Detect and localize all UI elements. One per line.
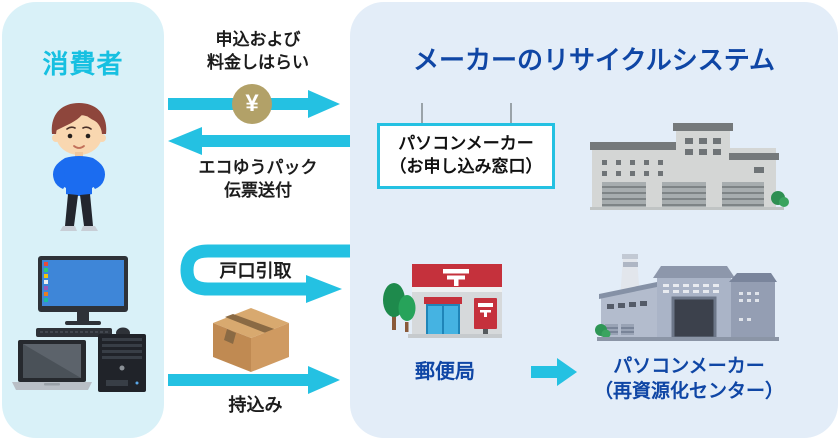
apply-line1: 申込および — [215, 30, 301, 49]
door-pickup-label: 戸口引取 — [219, 261, 292, 281]
yen-symbol: ¥ — [245, 90, 259, 117]
recycle-center-label: パソコンメーカー （再資源化センター） — [582, 355, 796, 404]
yen-coin-icon: ¥ — [232, 84, 272, 124]
maker-system-panel: メーカーのリサイクルシステム パソコンメーカー （お申し込み窓口） — [350, 2, 838, 438]
cardboard-box-icon — [213, 308, 289, 372]
eco-pack-label: エコゆうパック 伝票送付 — [178, 157, 338, 202]
eco-line1: エコゆうパック — [198, 158, 318, 177]
door-pickup-uturn-arrow-icon — [180, 244, 352, 303]
reception-sign-box: パソコンメーカー （お申し込み窓口） — [377, 123, 555, 189]
sign-hanger-line — [510, 103, 512, 125]
post-office-label: 郵便局 — [415, 361, 475, 383]
post-to-center-arrow-icon — [531, 358, 577, 386]
apply-line2: 料金しはらい — [207, 52, 309, 72]
maker-system-title: メーカーのリサイクルシステム — [413, 45, 775, 75]
sign-hanger-line — [421, 103, 423, 125]
eco-line2: 伝票送付 — [224, 180, 292, 200]
reception-sign-line2: （お申し込み窓口） — [389, 157, 543, 176]
reception-factory-illustration — [590, 123, 789, 210]
post-office-illustration — [383, 264, 502, 338]
carry-in-right-arrow-icon — [168, 366, 340, 394]
carry-in-label: 持込み — [228, 395, 283, 415]
computers-illustration — [12, 256, 146, 392]
recycle-center-factory-illustration — [595, 254, 779, 341]
recycle-center-line2: （再資源化センター） — [593, 380, 784, 402]
recycle-center-line1: パソコンメーカー — [613, 356, 765, 377]
eco-pack-left-arrow-icon — [168, 127, 352, 155]
apply-payment-label: 申込および 料金しはらい — [178, 29, 338, 74]
consumer-panel: 消費者 — [2, 2, 164, 438]
consumer-person-illustration — [51, 103, 107, 231]
reception-sign-line1: パソコンメーカー — [398, 134, 534, 154]
consumer-title: 消費者 — [42, 49, 124, 79]
